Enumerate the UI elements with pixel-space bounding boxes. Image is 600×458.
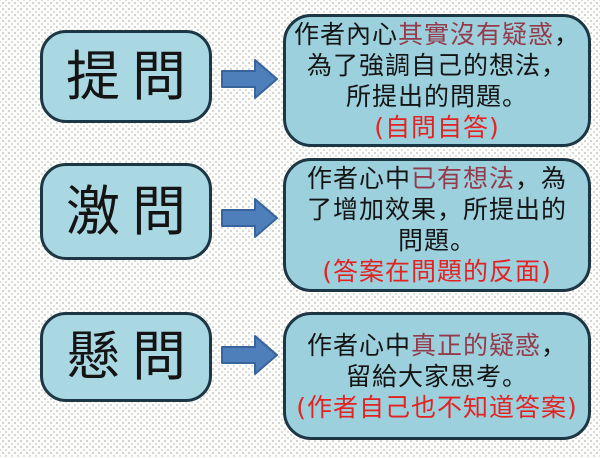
explanation-line: 問題。 <box>398 225 476 256</box>
explanation-line: 為了強調自己的想法， <box>307 50 567 81</box>
right-arrow-icon <box>221 198 278 238</box>
explanation-line: 所提出的問題。 <box>346 81 528 112</box>
text-segment: 作者心中 <box>306 330 411 360</box>
text-segment: ， <box>554 19 581 49</box>
right-arrow-icon <box>221 335 278 375</box>
text-segment: 其實沒有疑惑 <box>397 19 554 49</box>
explanation-box-tiwen: 作者內心其實沒有疑惑，為了強調自己的想法，所提出的問題。(自問自答) <box>283 14 591 147</box>
explanation-line: (答案在問題的反面) <box>322 256 552 287</box>
text-segment: (答案在問題的反面) <box>322 257 552 286</box>
explanation-line: 作者心中真正的疑惑， <box>307 330 567 361</box>
arrow-shape <box>221 198 278 238</box>
term-box-tiwen: 提問 <box>40 30 212 123</box>
text-segment: 了增加效果，所提出的 <box>306 195 567 224</box>
explanation-box-xuanwen: 作者心中真正的疑惑，留給大家思考。(作者自己也不知道答案) <box>283 312 591 440</box>
text-segment: ，為 <box>515 164 568 193</box>
arrow-shape <box>221 59 278 99</box>
explanation-line: 了增加效果，所提出的 <box>307 194 567 225</box>
term-label: 激問 <box>66 179 198 243</box>
term-label: 提問 <box>66 44 198 108</box>
text-segment: 作者內心 <box>293 19 398 49</box>
explanation-line: (自問自答) <box>374 112 500 143</box>
text-segment: (自問自答) <box>374 112 500 142</box>
term-box-xuanwen: 懸問 <box>40 312 212 402</box>
text-segment: 問題。 <box>397 226 476 255</box>
text-segment: (作者自己也不知道答案) <box>296 392 578 422</box>
explanation-line: 作者內心其實沒有疑惑， <box>294 19 580 50</box>
text-segment: 已有想法 <box>410 164 515 193</box>
text-segment: 留給大家思考。 <box>345 361 528 391</box>
right-arrow-icon <box>221 59 278 99</box>
text-segment: 為了強調自己的想法， <box>306 50 567 80</box>
explanation-box-jiwen: 作者心中已有想法，為了增加效果，所提出的問題。(答案在問題的反面) <box>283 158 591 292</box>
term-label: 懸問 <box>66 325 198 388</box>
text-segment: ， <box>541 330 568 360</box>
arrow-shape <box>221 335 278 375</box>
explanation-line: 留給大家思考。 <box>346 361 528 392</box>
text-segment: 真正的疑惑 <box>410 330 541 360</box>
text-segment: 作者心中 <box>306 164 411 193</box>
term-box-jiwen: 激問 <box>40 163 212 260</box>
explanation-line: (作者自己也不知道答案) <box>296 392 578 423</box>
explanation-line: 作者心中已有想法，為 <box>307 163 567 194</box>
text-segment: 所提出的問題。 <box>345 81 528 111</box>
